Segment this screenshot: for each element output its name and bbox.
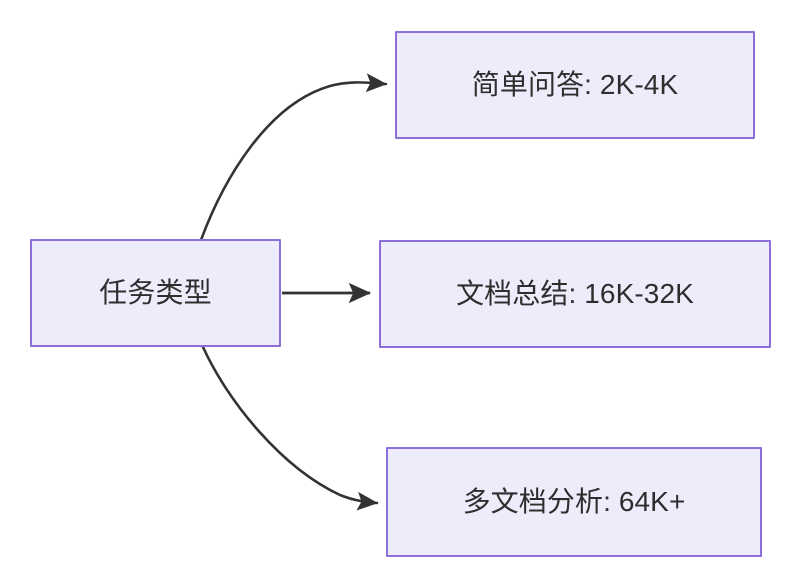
- node-task-type-label: 任务类型: [99, 277, 212, 309]
- node-doc-summary-label: 文档总结: 16K-32K: [456, 278, 694, 310]
- node-simple-qa[interactable]: 简单问答: 2K-4K: [395, 31, 755, 139]
- node-multi-doc-analysis-label: 多文档分析: 64K+: [462, 486, 686, 518]
- edge-root-to-multi-doc: [201, 345, 379, 511]
- node-multi-doc-analysis[interactable]: 多文档分析: 64K+: [386, 447, 762, 557]
- node-task-type[interactable]: 任务类型: [30, 239, 281, 347]
- edge-root-to-simple-qa: [199, 73, 388, 242]
- node-doc-summary[interactable]: 文档总结: 16K-32K: [379, 240, 771, 348]
- node-simple-qa-label: 简单问答: 2K-4K: [471, 69, 679, 101]
